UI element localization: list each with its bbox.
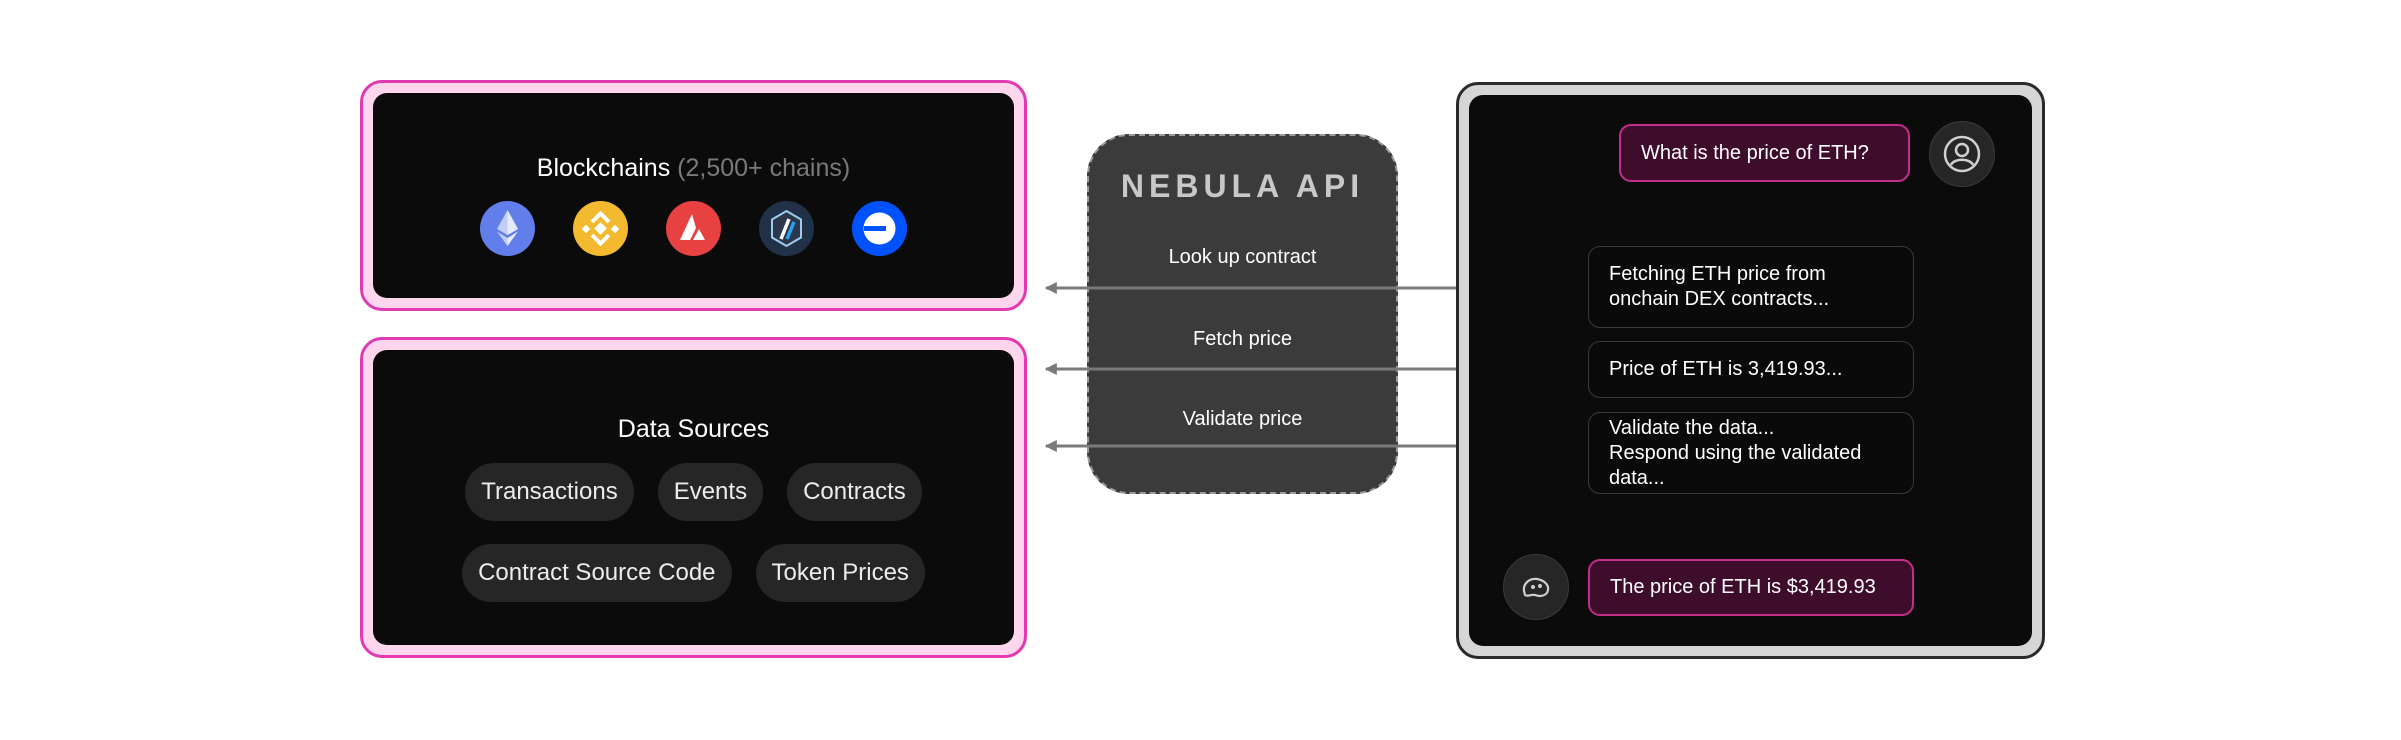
- step-bubble-price: Price of ETH is 3,419.93...: [1588, 341, 1914, 398]
- data-source-token-prices: Token Prices: [755, 544, 925, 602]
- data-source-row-1: Transactions Events Contracts: [373, 463, 1014, 521]
- blockchains-count: (2,500+ chains): [677, 154, 851, 182]
- avalanche-icon: [666, 201, 721, 256]
- data-sources-panel-inner: Data Sources Transactions Events Contrac…: [373, 350, 1014, 645]
- assistant-answer-text: The price of ETH is $3,419.93: [1610, 576, 1876, 598]
- assistant-avatar: [1503, 554, 1569, 620]
- step-bubble-validate: Validate the data... Respond using the v…: [1588, 412, 1914, 494]
- user-question-bubble: What is the price of ETH?: [1619, 124, 1910, 182]
- data-source-events: Events: [657, 463, 764, 521]
- base-icon: [852, 201, 907, 256]
- api-step-lookup-contract: Look up contract: [1168, 246, 1317, 268]
- step-validate-line-2: Respond using the validated: [1609, 441, 1862, 464]
- blockchains-title: Blockchains (2,500+ chains): [373, 154, 1014, 183]
- step-validate-line-1: Validate the data...: [1609, 416, 1775, 439]
- step-bubble-fetching: Fetching ETH price from onchain DEX cont…: [1588, 246, 1914, 328]
- data-source-contracts: Contracts: [787, 463, 922, 521]
- step-price-line-1: Price of ETH is 3,419.93...: [1609, 358, 1843, 380]
- data-source-contract-source-code: Contract Source Code: [462, 544, 732, 602]
- arbitrum-icon: [759, 201, 814, 256]
- data-sources-title: Data Sources: [617, 415, 770, 443]
- api-title: NEBULA API: [1120, 168, 1365, 204]
- user-avatar: [1929, 121, 1995, 187]
- blockchains-panel-inner: Blockchains (2,500+ chains): [373, 93, 1014, 298]
- user-icon: [1943, 135, 1981, 173]
- blockchains-title-text: Blockchains: [536, 154, 671, 182]
- ethereum-icon: [480, 201, 535, 256]
- step-fetching-line-1: Fetching ETH price from: [1609, 263, 1826, 285]
- binance-icon: [573, 201, 628, 256]
- data-source-row-2: Contract Source Code Token Prices: [373, 544, 1014, 602]
- chain-logo-row: [373, 201, 1014, 256]
- step-fetching-line-2: onchain DEX contracts...: [1609, 288, 1830, 310]
- step-validate-line-3: data...: [1609, 466, 1665, 489]
- api-step-fetch-price: Fetch price: [1193, 328, 1292, 350]
- api-step-validate-price: Validate price: [1182, 408, 1303, 430]
- blockchains-panel: Blockchains (2,500+ chains): [360, 80, 1027, 311]
- assistant-answer-bubble: The price of ETH is $3,419.93: [1588, 559, 1914, 616]
- nebula-api-box: NEBULA API Look up contract Fetch price …: [1087, 134, 1398, 494]
- user-question-text: What is the price of ETH?: [1641, 141, 1869, 164]
- data-sources-panel: Data Sources Transactions Events Contrac…: [360, 337, 1027, 658]
- data-source-transactions: Transactions: [465, 463, 634, 521]
- nebula-icon: [1522, 577, 1550, 598]
